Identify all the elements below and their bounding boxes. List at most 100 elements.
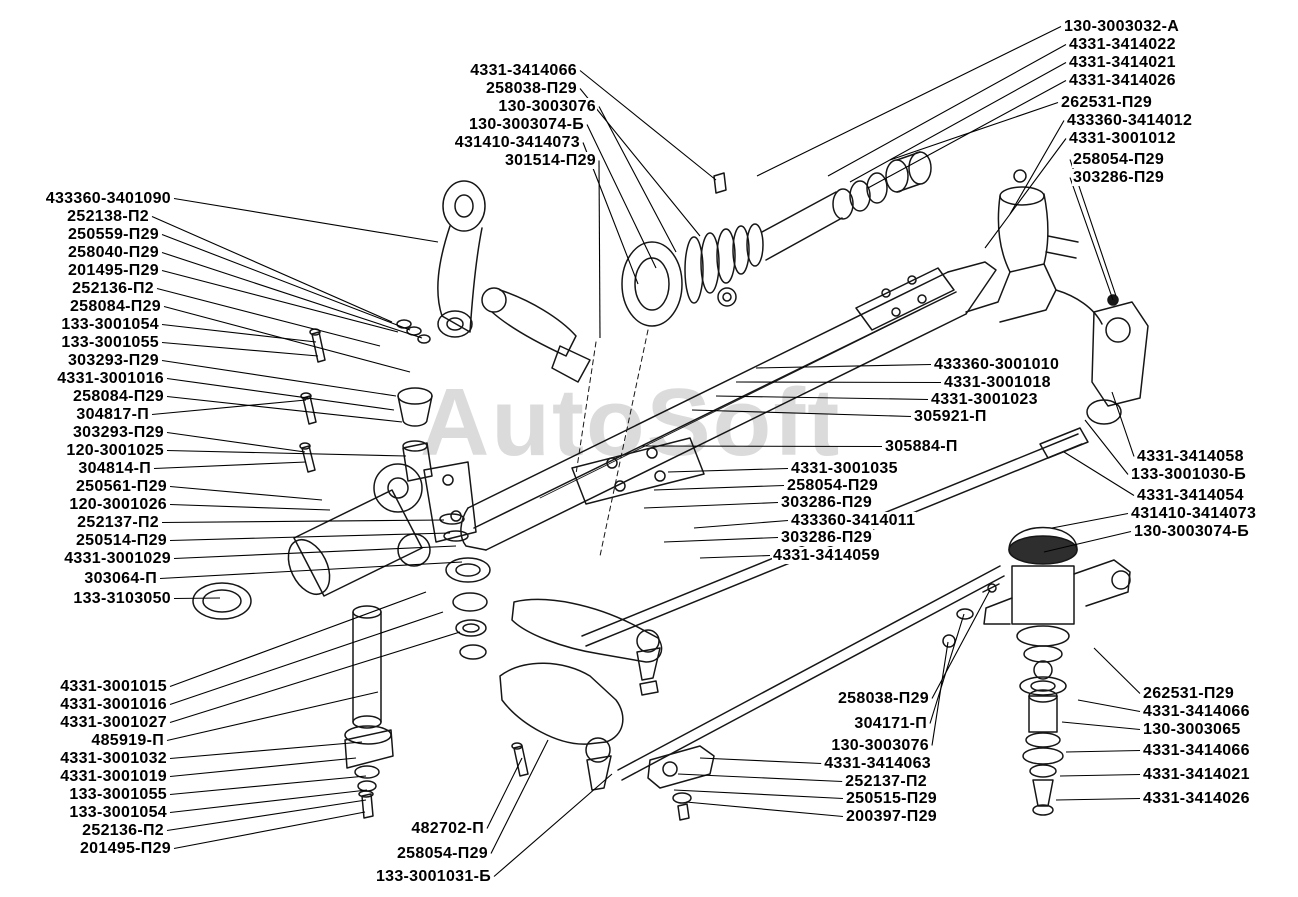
leader-line [849, 62, 1067, 183]
part-label: 431410-3414073 [453, 134, 581, 151]
leader-line [169, 532, 451, 542]
leader-line [151, 399, 307, 416]
leader-line [169, 611, 444, 706]
leader-line [166, 799, 367, 832]
part-label: 258084-П29 [71, 388, 165, 405]
part-label: 303293-П29 [71, 424, 165, 441]
leader-line [1077, 699, 1141, 713]
part-label: 133-3103050 [72, 590, 172, 607]
part-label: 4331-3001023 [930, 391, 1039, 408]
part-label: 303286-П29 [780, 529, 874, 546]
part-label: 4331-3414066 [1142, 703, 1251, 720]
leader-line [166, 449, 407, 457]
leader-line [586, 124, 657, 269]
leader-line [161, 323, 317, 343]
part-label: 304171-П [853, 715, 928, 732]
leader-line [169, 591, 427, 688]
part-label: 4331-3414059 [772, 547, 881, 564]
part-label: 133-3001054 [68, 804, 168, 821]
part-label: 4331-3001019 [59, 768, 168, 785]
part-label: 133-3001030-Б [1130, 466, 1248, 483]
leader-line [667, 467, 789, 473]
part-label: 130-3003065 [1142, 721, 1242, 738]
part-label: 262531-П29 [1142, 685, 1236, 702]
part-label: 258038-П29 [484, 80, 578, 97]
axle-beam [460, 261, 997, 551]
leader-line [169, 741, 363, 760]
part-label: 262531-П29 [1060, 94, 1154, 111]
part-label: 133-3001054 [60, 316, 160, 333]
part-label: 303286-П29 [780, 494, 874, 511]
leader-line [653, 484, 785, 491]
part-label: 4331-3414021 [1068, 54, 1177, 71]
part-label: 130-3003076 [830, 737, 930, 754]
part-label: 130-3003076 [497, 98, 597, 115]
pitman-arm [437, 180, 486, 338]
part-label: 252137-П2 [76, 514, 160, 531]
leader-line [641, 445, 883, 448]
leader-line [153, 461, 307, 470]
right-knuckle [965, 169, 1149, 425]
leader-line [161, 251, 423, 339]
leader-line [166, 377, 395, 411]
part-label: 252136-П2 [81, 822, 165, 839]
part-label: 4331-3001016 [56, 370, 165, 387]
leader-line [735, 381, 942, 384]
part-label: 252136-П2 [71, 280, 155, 297]
part-label: 433360-3414012 [1066, 112, 1194, 129]
leader-line [677, 773, 843, 783]
leader-line [1009, 120, 1065, 215]
leader-line [169, 485, 323, 501]
leader-line [1043, 530, 1132, 553]
leader-line [827, 44, 1067, 177]
leader-line [693, 519, 789, 529]
drag-link-end-upper [481, 287, 591, 383]
leader-line [643, 501, 779, 509]
leader-line [490, 739, 549, 854]
leader-line [756, 26, 1062, 177]
leader-line [699, 554, 771, 559]
part-label: 304817-П [75, 406, 150, 423]
leader-line [156, 287, 381, 347]
leader-line [159, 561, 463, 580]
part-label: 303293-П29 [66, 352, 160, 369]
steering-boot [621, 151, 932, 327]
leader-line [173, 597, 221, 600]
small-parts-bottom-right [942, 583, 1000, 648]
part-label: 303064-П [83, 570, 158, 587]
part-label: 201495-П29 [66, 262, 160, 279]
part-label: 305921-П [913, 408, 988, 425]
part-label: 258038-П29 [836, 690, 930, 707]
part-label: 4331-3001032 [59, 750, 168, 767]
leader-line [161, 341, 319, 357]
part-label: 250559-П29 [66, 226, 160, 243]
construction-lines [575, 329, 649, 557]
leader-line [931, 641, 949, 746]
leader-line [598, 160, 601, 339]
leader-line [169, 631, 461, 724]
leader-line [1084, 419, 1129, 475]
leader-line [663, 536, 779, 543]
leader-line [598, 106, 677, 253]
leader-line [984, 138, 1067, 249]
part-label: 120-3001025 [65, 442, 165, 459]
leader-line [486, 757, 523, 829]
part-label: 252137-П2 [844, 773, 928, 790]
left-knuckle [192, 461, 477, 620]
part-label: 305884-П [884, 438, 959, 455]
part-label: 252138-П2 [66, 208, 150, 225]
tie-rod-end-left [511, 598, 663, 696]
part-label: 301514-П29 [503, 152, 597, 169]
part-label: 4331-3001015 [59, 678, 168, 695]
leader-line [166, 691, 379, 742]
leader-line [1051, 512, 1129, 529]
leader-line [173, 545, 457, 560]
part-label: 4331-3414054 [1136, 487, 1245, 504]
part-label: 4331-3414058 [1136, 448, 1245, 465]
leader-line [579, 70, 717, 181]
part-label: 258054-П29 [786, 477, 880, 494]
part-label: 133-3001055 [68, 786, 168, 803]
leader-line [169, 503, 331, 511]
leader-line [691, 409, 912, 418]
